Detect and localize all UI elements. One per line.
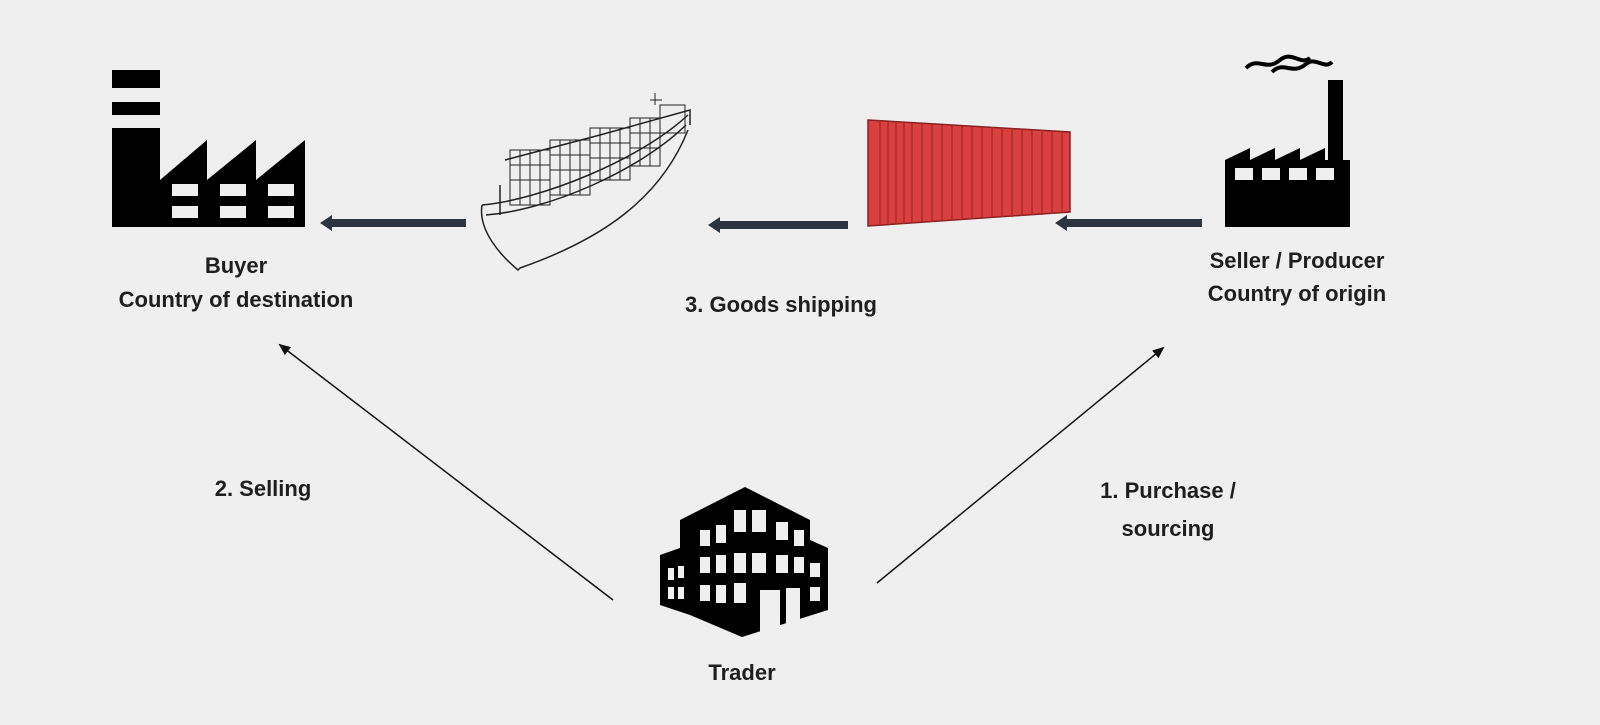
buyer-factory-icon bbox=[112, 70, 305, 227]
trader-label: Trader bbox=[708, 660, 776, 685]
purchase-arrow bbox=[876, 346, 1165, 584]
seller-country-label: Country of origin bbox=[1207, 281, 1387, 306]
shipping-container-icon bbox=[867, 119, 1071, 227]
seller-label: Seller / Producer bbox=[1209, 248, 1385, 273]
step-purchase-label: 1. Purchase / bbox=[1100, 478, 1236, 503]
step-selling-label: 2. Selling bbox=[214, 476, 312, 501]
buyer-country-label: Country of destination bbox=[118, 287, 354, 312]
container-ship-icon bbox=[480, 93, 691, 272]
trader-building-icon bbox=[660, 487, 828, 637]
buyer-label: Buyer bbox=[204, 253, 268, 278]
step-purchase-label-2: sourcing bbox=[1121, 516, 1215, 541]
selling-arrow bbox=[278, 343, 614, 601]
shipping-arrow-to-buyer bbox=[320, 215, 466, 231]
seller-factory-icon bbox=[1225, 54, 1350, 227]
shipping-arrow-to-ship bbox=[708, 217, 848, 233]
step-shipping-label: 3. Goods shipping bbox=[685, 292, 877, 317]
shipping-arrow-to-container bbox=[1055, 215, 1202, 231]
